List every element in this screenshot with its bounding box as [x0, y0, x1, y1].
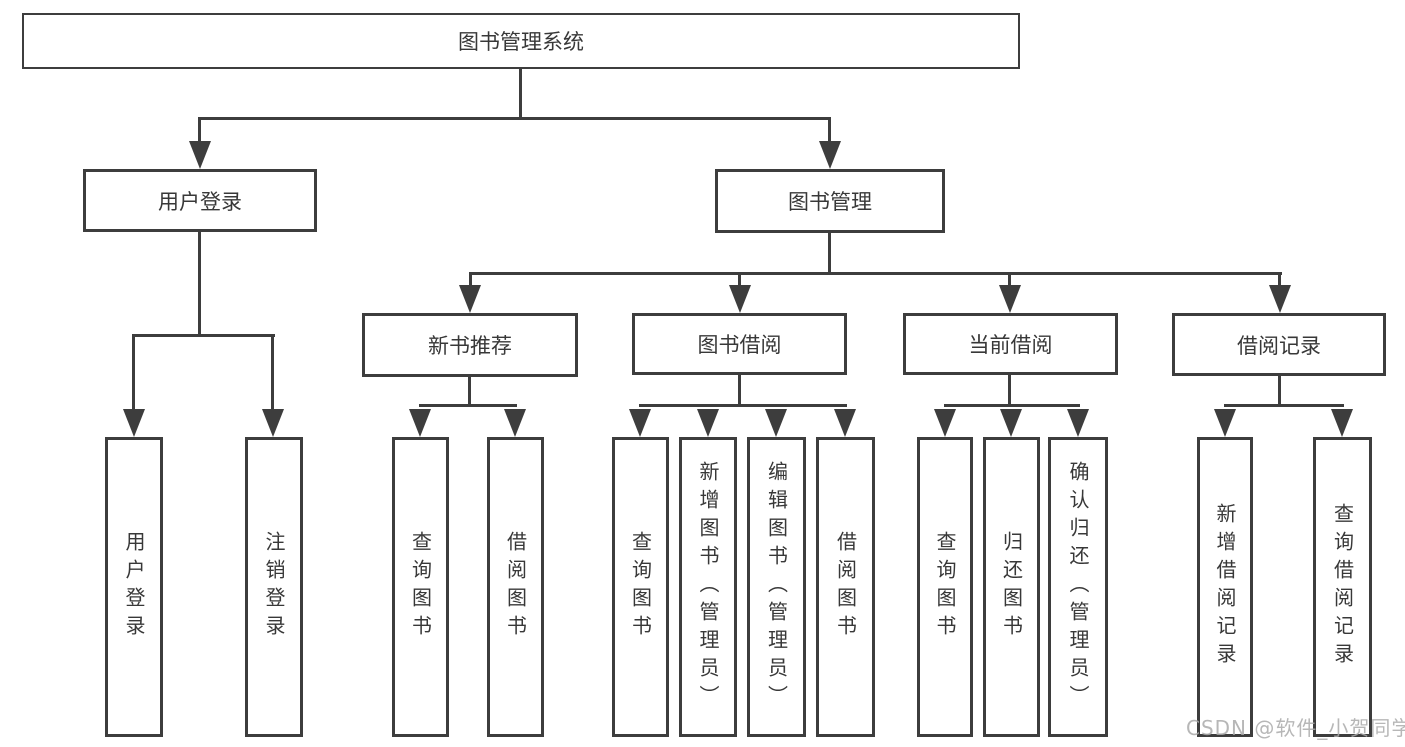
connector-userlogin-bar: [133, 334, 275, 337]
arrow-down-icon: [999, 285, 1021, 313]
arrow-down-icon: [123, 409, 145, 437]
leaf-add-book: 新增图书（管理员）: [679, 437, 737, 737]
connector-stem: [738, 272, 741, 288]
connector-borrowrecord-bar: [1224, 404, 1344, 407]
leaf-query-book-1: 查询图书: [392, 437, 449, 737]
arrow-down-icon: [819, 141, 841, 169]
node-root: 图书管理系统: [22, 13, 1020, 69]
connector-stem: [1008, 272, 1011, 288]
connector-stem: [1278, 272, 1281, 288]
connector-newbook-bar: [419, 404, 517, 407]
arrow-down-icon: [1067, 409, 1089, 437]
leaf-borrow-book-1-label: 借阅图书: [503, 531, 528, 643]
connector-level2-bar: [469, 272, 1282, 275]
leaf-borrow-book-1: 借阅图书: [487, 437, 544, 737]
leaf-edit-book-label: 编辑图书（管理员）: [764, 461, 789, 713]
arrow-down-icon: [504, 409, 526, 437]
connector-newbook-trunk: [468, 377, 471, 407]
connector-stem: [271, 334, 274, 412]
leaf-borrow-book-2: 借阅图书: [816, 437, 875, 737]
node-borrow-record: 借阅记录: [1172, 313, 1386, 376]
node-book-management: 图书管理: [715, 169, 945, 233]
leaf-return-book-label: 归还图书: [999, 531, 1024, 643]
leaf-user-login-label: 用户登录: [122, 531, 146, 643]
arrow-down-icon: [262, 409, 284, 437]
csdn-watermark: CSDN @软件_小贺同学: [1186, 716, 1405, 740]
leaf-logout-label: 注销登录: [262, 531, 286, 643]
arrow-down-icon: [934, 409, 956, 437]
node-book-management-label: 图书管理: [788, 190, 872, 214]
connector-stem: [198, 117, 201, 144]
connector-bookmgmt-trunk: [828, 233, 831, 275]
leaf-query-book-3-label: 查询图书: [933, 531, 957, 643]
leaf-query-book-1-label: 查询图书: [408, 531, 433, 643]
connector-borrowrecord-trunk: [1278, 376, 1281, 407]
leaf-confirm-return-label: 确认归还（管理员）: [1066, 461, 1090, 713]
node-current-borrow-label: 当前借阅: [968, 333, 1053, 357]
node-new-book-recommend: 新书推荐: [362, 313, 578, 377]
connector-stem: [828, 117, 831, 144]
node-new-book-recommend-label: 新书推荐: [428, 334, 512, 358]
node-root-label: 图书管理系统: [458, 30, 584, 54]
connector-currentborrow-bar: [944, 404, 1080, 407]
leaf-query-book-2: 查询图书: [612, 437, 669, 737]
leaf-add-borrow-record: 新增借阅记录: [1197, 437, 1253, 737]
arrow-down-icon: [697, 409, 719, 437]
leaf-confirm-return: 确认归还（管理员）: [1048, 437, 1108, 737]
connector-userlogin-trunk: [198, 232, 201, 337]
leaf-logout: 注销登录: [245, 437, 303, 737]
node-current-borrow: 当前借阅: [903, 313, 1118, 375]
arrow-down-icon: [1214, 409, 1236, 437]
leaf-add-book-label: 新增图书（管理员）: [696, 461, 720, 713]
arrow-down-icon: [189, 141, 211, 169]
connector-stem: [469, 272, 472, 288]
leaf-query-book-3: 查询图书: [917, 437, 973, 737]
arrow-down-icon: [765, 409, 787, 437]
leaf-query-borrow-record: 查询借阅记录: [1313, 437, 1372, 737]
leaf-borrow-book-2-label: 借阅图书: [833, 531, 858, 643]
arrow-down-icon: [1331, 409, 1353, 437]
arrow-down-icon: [1269, 285, 1291, 313]
connector-bookborrow-bar: [639, 404, 847, 407]
leaf-edit-book: 编辑图书（管理员）: [747, 437, 806, 737]
connector-root-trunk: [519, 69, 522, 119]
node-borrow-record-label: 借阅记录: [1237, 333, 1321, 358]
connector-currentborrow-trunk: [1008, 375, 1011, 407]
leaf-query-borrow-record-label: 查询借阅记录: [1330, 503, 1355, 671]
arrow-down-icon: [459, 285, 481, 313]
leaf-query-book-2-label: 查询图书: [628, 531, 653, 643]
leaf-add-borrow-record-label: 新增借阅记录: [1213, 503, 1237, 671]
arrow-down-icon: [629, 409, 651, 437]
node-book-borrow-label: 图书借阅: [697, 333, 782, 357]
leaf-user-login: 用户登录: [105, 437, 163, 737]
arrow-down-icon: [834, 409, 856, 437]
connector-level1-bar: [198, 117, 831, 120]
node-user-login-label: 用户登录: [158, 189, 242, 214]
node-book-borrow: 图书借阅: [632, 313, 847, 375]
arrow-down-icon: [409, 409, 431, 437]
arrow-down-icon: [729, 285, 751, 313]
leaf-return-book: 归还图书: [983, 437, 1040, 737]
node-user-login: 用户登录: [83, 169, 317, 232]
connector-bookborrow-trunk: [738, 375, 741, 407]
connector-stem: [132, 334, 135, 412]
arrow-down-icon: [1000, 409, 1022, 437]
